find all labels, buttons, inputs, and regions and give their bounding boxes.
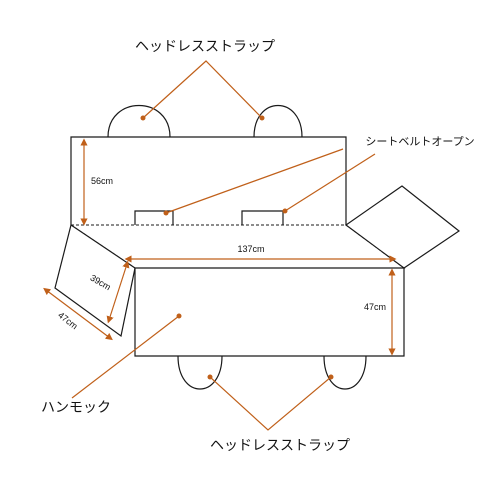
seat-panel xyxy=(134,267,405,357)
dim-backrest-height: 56cm xyxy=(91,176,113,186)
dot-top-left-strap xyxy=(140,115,146,121)
bottom-left-headrest-strap xyxy=(177,355,223,390)
dot-seatbelt-right xyxy=(282,208,288,214)
leader-top-strap xyxy=(142,60,263,119)
dot-bottom-left-strap xyxy=(207,374,213,380)
dot-top-right-strap xyxy=(259,115,265,121)
label-headrest-strap-top: ヘッドレスストラップ xyxy=(135,39,275,55)
right-side-flap xyxy=(344,185,461,269)
leader-bottom-strap xyxy=(209,376,332,431)
label-headrest-strap-bottom: ヘッドレスストラップ xyxy=(210,438,350,454)
top-left-headrest-strap xyxy=(107,105,171,138)
label-hammock: ハンモック xyxy=(41,400,111,416)
leader-hammock xyxy=(71,315,180,399)
seatbelt-slot-left xyxy=(134,210,174,225)
top-right-headrest-strap xyxy=(253,104,303,138)
dot-seatbelt-left xyxy=(163,210,169,216)
leader-seatbelt-right xyxy=(284,153,376,212)
dot-bottom-right-strap xyxy=(328,374,334,380)
bottom-right-headrest-strap xyxy=(323,355,367,390)
dim-seat-depth: 47cm xyxy=(364,302,386,312)
dim-width: 137cm xyxy=(237,244,264,254)
dot-hammock xyxy=(176,313,182,319)
seatbelt-slot-right xyxy=(241,210,284,225)
label-seatbelt-opening: シートベルトオープン xyxy=(365,135,474,148)
backrest-outline xyxy=(70,136,347,225)
leader-seatbelt-left xyxy=(165,148,344,214)
dim-arrow-flap-length xyxy=(43,287,113,341)
